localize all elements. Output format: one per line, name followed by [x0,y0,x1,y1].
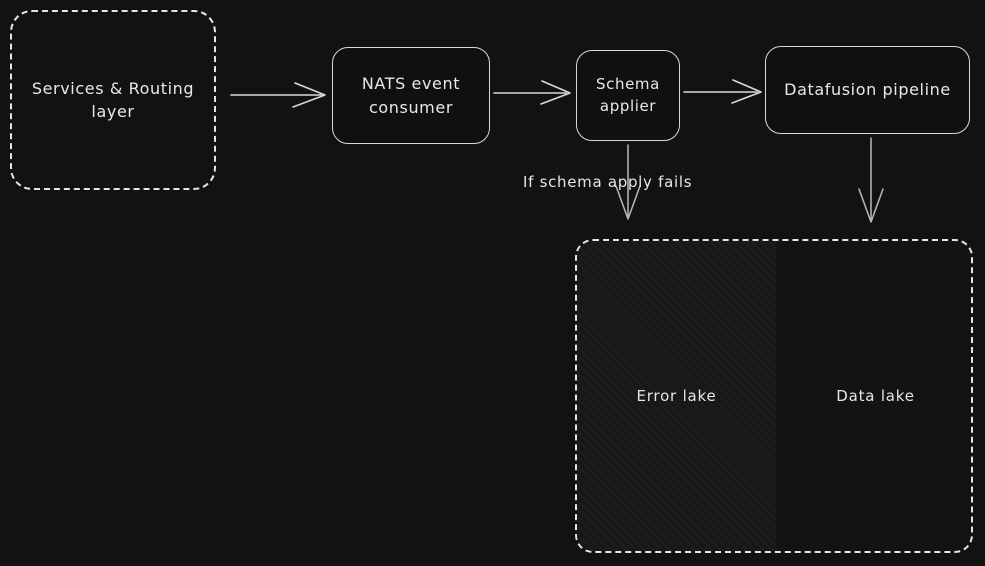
arrow-services-to-nats [230,82,326,108]
lake-data-lake[interactable]: Data lake [776,241,971,551]
node-datafusion-pipeline[interactable]: Datafusion pipeline [765,46,970,134]
node-label-services-routing-layer: Services & Routing layer [31,78,195,121]
lakes-container[interactable]: Error lake Data lake [575,239,973,553]
node-services-routing-layer[interactable]: Services & Routing layer [10,10,216,190]
arrow-nats-to-schema [493,80,571,105]
arrow-datafusion-to-data-lake [858,137,884,223]
node-nats-event-consumer[interactable]: NATS event consumer [332,47,490,144]
lake-label-data-lake: Data lake [836,387,915,405]
node-schema-applier[interactable]: Schema applier [576,50,680,141]
lake-label-error-lake: Error lake [636,387,717,405]
arrow-schema-to-datafusion [683,79,762,104]
node-label-datafusion-pipeline: Datafusion pipeline [784,80,951,100]
lake-error-lake[interactable]: Error lake [577,241,776,551]
node-label-schema-applier: Schema applier [596,74,660,115]
edge-label-schema-apply-fails: If schema apply fails [523,173,693,191]
node-label-nats-event-consumer: NATS event consumer [361,74,461,117]
